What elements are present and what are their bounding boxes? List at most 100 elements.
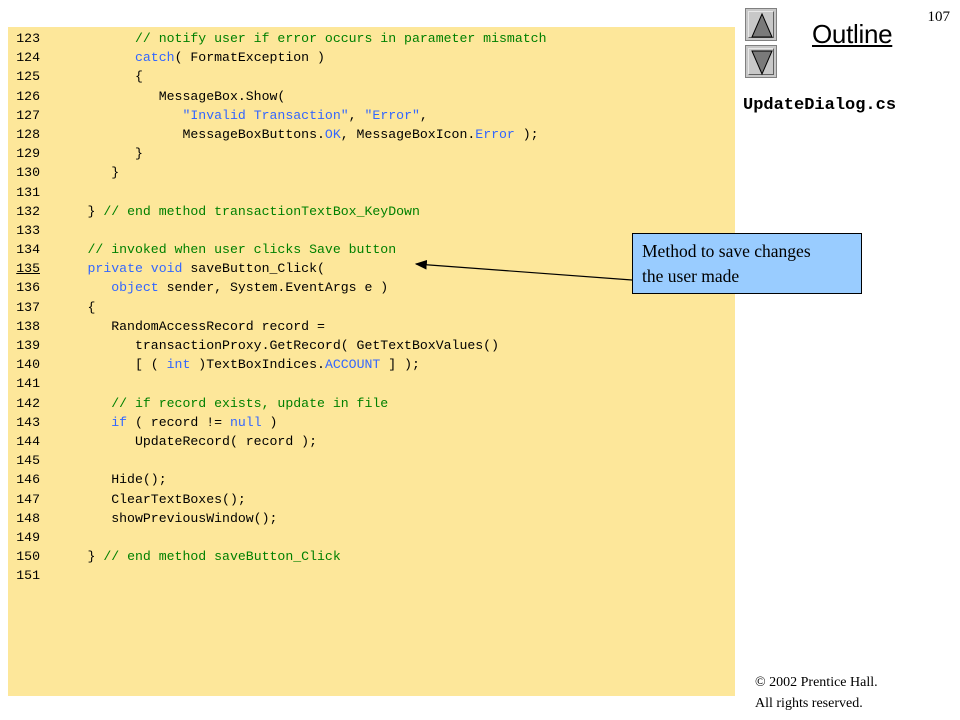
line-number: 126 <box>16 88 40 104</box>
code-token: [ ( <box>63 357 167 373</box>
code-token: ( record != <box>127 414 230 430</box>
code-token: RandomAccessRecord record = <box>63 318 325 334</box>
next-slide-button[interactable] <box>745 45 777 78</box>
code-token: int <box>166 357 191 373</box>
line-number: 149 <box>16 529 40 545</box>
triangle-up-icon <box>751 12 773 38</box>
code-line: 124 catch( FormatException ) <box>8 48 547 67</box>
line-number: 128 <box>16 126 40 142</box>
outline-link[interactable]: Outline <box>812 19 893 49</box>
code-token: ACCOUNT <box>324 357 381 373</box>
code-line: 138 RandomAccessRecord record = <box>8 317 547 336</box>
callout-note: Method to save changes the user made <box>632 233 862 294</box>
code-token: sender, System.EventArgs e ) <box>158 280 389 296</box>
code-token: )TextBoxIndices. <box>190 357 325 373</box>
copyright-line2: All rights reserved. <box>755 696 863 711</box>
code-token: ] ); <box>380 357 420 373</box>
code-token: // end method saveButton_Click <box>103 549 341 565</box>
line-number: 146 <box>16 472 40 488</box>
code-token: ); <box>514 126 539 142</box>
copyright-line1: © 2002 Prentice Hall. <box>755 675 878 690</box>
code-line: 131 <box>8 183 547 202</box>
line-number: 132 <box>16 203 40 219</box>
code-line: 145 <box>8 451 547 470</box>
code-token: UpdateRecord( record ); <box>63 433 317 449</box>
code-line: 129 } <box>8 144 547 163</box>
code-panel <box>8 27 735 696</box>
code-token: private void <box>87 261 183 277</box>
code-line: 150 } // end method saveButton_Click <box>8 547 547 566</box>
code-token: null <box>229 414 262 430</box>
line-number: 127 <box>16 107 40 123</box>
line-number: 135 <box>16 261 40 277</box>
code-token: MessageBoxButtons. <box>63 126 325 142</box>
code-line: 134 // invoked when user clicks Save but… <box>8 240 547 259</box>
code-token: OK <box>324 126 341 142</box>
code-token: object <box>111 280 159 296</box>
file-name: UpdateDialog.cs <box>743 96 897 115</box>
code-line: 135 private void saveButton_Click( <box>8 259 547 278</box>
line-number: 124 <box>16 50 40 66</box>
code-token: transactionProxy.GetRecord( GetTextBoxVa… <box>63 338 500 353</box>
line-number: 140 <box>16 357 40 373</box>
code-line: 146 Hide(); <box>8 470 547 489</box>
code-token: "Error" <box>364 107 420 123</box>
code-line: 133 <box>8 221 547 240</box>
previous-slide-button[interactable] <box>745 8 777 41</box>
code-token: // notify user if error occurs in parame… <box>63 31 547 46</box>
line-number: 151 <box>16 568 40 584</box>
line-number: 138 <box>16 318 40 334</box>
code-token: catch <box>134 50 175 66</box>
code-token: Hide(); <box>63 472 167 488</box>
code-token: { <box>63 69 143 85</box>
code-token: ( FormatException ) <box>174 50 325 66</box>
code-line: 128 MessageBoxButtons.OK, MessageBoxIcon… <box>8 125 547 144</box>
line-number: 148 <box>16 510 40 526</box>
code-line: 132 } // end method transactionTextBox_K… <box>8 202 547 221</box>
code-line: 147 ClearTextBoxes(); <box>8 490 547 509</box>
code-line: 130 } <box>8 163 547 182</box>
code-token: { <box>63 299 96 315</box>
code-token: } <box>63 146 143 162</box>
slide-number: 107 <box>927 9 951 25</box>
code-token: saveButton_Click( <box>182 261 325 277</box>
callout-text-line1: Method to save changes <box>642 241 811 261</box>
line-number: 134 <box>16 242 40 258</box>
copyright: © 2002 Prentice Hall. All rights reserve… <box>755 672 878 714</box>
code-line: 143 if ( record != null ) <box>8 413 547 432</box>
code-line: 125 { <box>8 67 547 86</box>
line-number: 147 <box>16 491 40 507</box>
code-token: // if record exists, update in file <box>63 395 389 411</box>
code-line: 123 // notify user if error occurs in pa… <box>8 29 547 48</box>
code-line: 139 transactionProxy.GetRecord( GetTextB… <box>8 336 547 355</box>
code-token: Error <box>475 126 515 142</box>
code-line: 141 <box>8 374 547 393</box>
code-line: 137 { <box>8 298 547 317</box>
code-token: , <box>419 107 428 123</box>
line-number: 143 <box>16 414 40 430</box>
code-token: ClearTextBoxes(); <box>63 491 246 507</box>
code-token: } <box>63 203 104 219</box>
code-token: , <box>348 107 365 123</box>
code-line: 148 showPreviousWindow(); <box>8 509 547 528</box>
callout-text-line2: the user made <box>642 266 740 286</box>
code-token: MessageBox.Show( <box>63 88 286 104</box>
triangle-down-icon <box>751 50 773 76</box>
line-number: 141 <box>16 376 40 392</box>
code-token: ) <box>261 414 278 430</box>
line-number: 142 <box>16 395 40 411</box>
code-line: 144 UpdateRecord( record ); <box>8 432 547 451</box>
line-number: 129 <box>16 146 40 162</box>
code-line: 136 object sender, System.EventArgs e ) <box>8 278 547 297</box>
line-number: 137 <box>16 299 40 315</box>
code-token: showPreviousWindow(); <box>63 510 278 526</box>
line-number: 136 <box>16 280 40 296</box>
code-token: } <box>63 165 120 181</box>
line-number: 131 <box>16 184 40 200</box>
code-listing: 123 // notify user if error occurs in pa… <box>8 29 547 585</box>
line-number: 125 <box>16 69 40 85</box>
line-number: 150 <box>16 549 40 565</box>
code-line: 140 [ ( int )TextBoxIndices.ACCOUNT ] ); <box>8 355 547 374</box>
code-line: 127 "Invalid Transaction", "Error", <box>8 106 547 125</box>
